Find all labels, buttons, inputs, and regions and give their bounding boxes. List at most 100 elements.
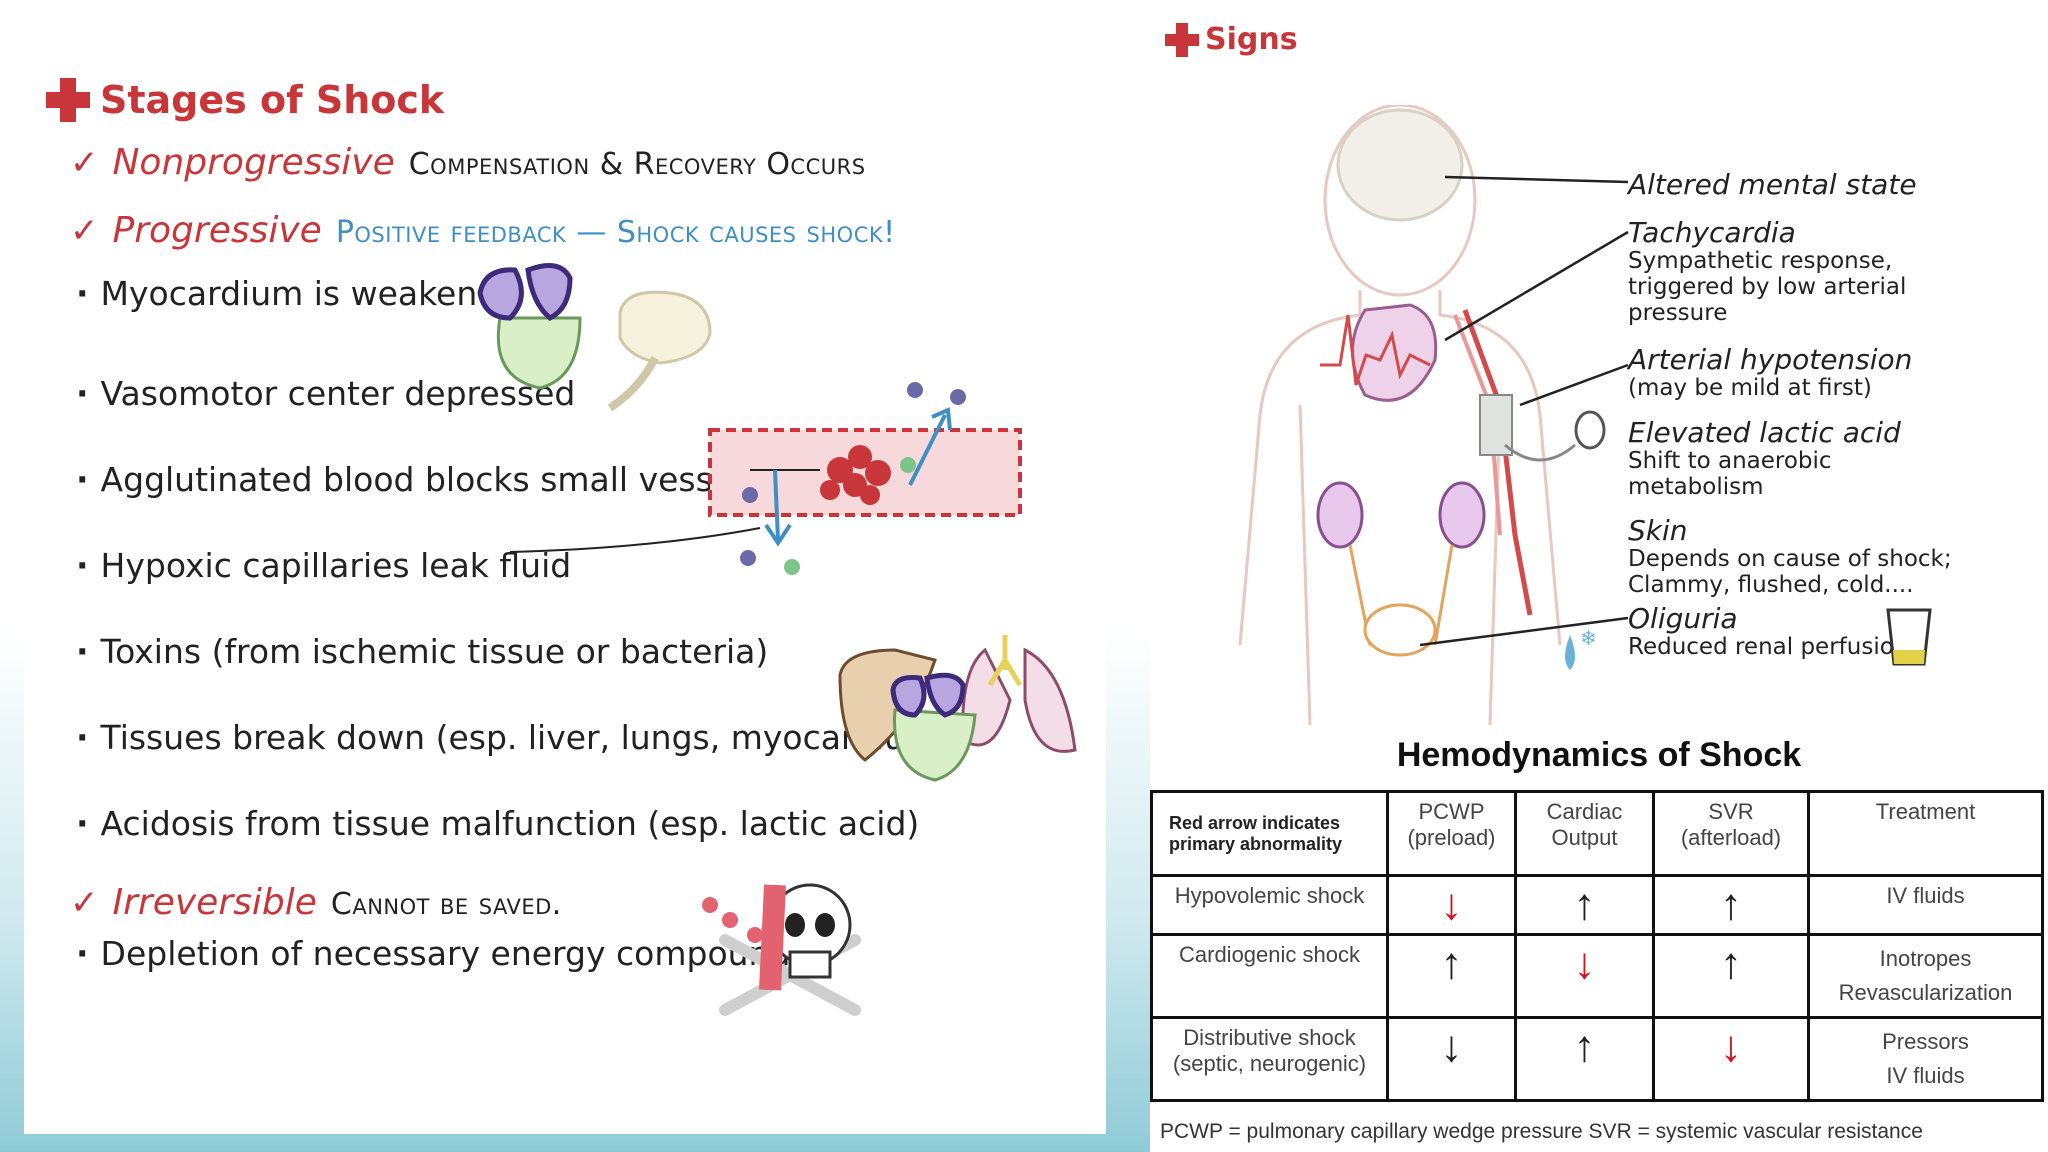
stages-heading: Stages of Shock <box>46 78 444 122</box>
heart-icon <box>1320 303 1438 402</box>
checkmark-icon: ✓ <box>70 883 99 923</box>
bullet-item: Acidosis from tissue malfunction (esp. l… <box>76 804 920 843</box>
treatment-cell: Pressors IV fluids <box>1807 1016 2044 1102</box>
snowflake-icon: ❄ <box>1580 626 1597 650</box>
column-header-line: Treatment <box>1875 799 1976 824</box>
stage-name: Nonprogressive <box>112 142 395 183</box>
stage-description: Positive feedback — Shock causes shock! <box>335 215 896 250</box>
cardiac-output-cell: ↑ <box>1514 874 1655 936</box>
kidney-icon <box>1316 481 1486 657</box>
stage-name: Progressive <box>112 210 322 251</box>
sign-detail: Shift to anaerobic <box>1628 448 1832 474</box>
stage-nonprogressive: ✓ Nonprogressive Compensation & Recovery… <box>70 142 866 183</box>
signs-title: Signs <box>1205 22 1298 57</box>
lungs-icon <box>961 635 1077 753</box>
sign-heading: Tachycardia <box>1628 216 1796 249</box>
column-header-line: Cardiac <box>1546 799 1623 824</box>
sign-detail: pressure <box>1628 300 1728 326</box>
stage-description: Compensation & Recovery Occurs <box>408 147 866 182</box>
signs-heading: Signs <box>1165 22 1298 57</box>
bullet-item: Myocardium is weakened <box>76 274 519 313</box>
sign-oliguria: Oliguria Reduced renal perfusion <box>1628 602 1909 661</box>
header-note: Red arrow indicates primary abnormality <box>1150 790 1389 877</box>
bullet-item: Tissues break down (esp. liver, lungs, m… <box>76 718 950 757</box>
table-row: Hypovolemic shock ↓ ↑ ↑ IV fluids <box>1150 874 2044 936</box>
sign-heading: Elevated lactic acid <box>1628 416 1901 449</box>
sign-detail: Reduced renal perfusion <box>1628 634 1909 660</box>
red-cross-icon <box>1165 22 1199 57</box>
cardiac-output-cell: ↑ <box>1514 1016 1655 1102</box>
footnote: PCWP = pulmonary capillary wedge pressur… <box>1160 1120 1923 1143</box>
arrow-up-icon: ↑ <box>1573 880 1596 929</box>
arrow-up-icon: ↑ <box>1573 1022 1596 1071</box>
table-row: Distributive shock (septic, neurogenic) … <box>1150 1016 2044 1102</box>
bullet-item: Hypoxic capillaries leak fluid <box>76 546 572 585</box>
column-header-pcwp: PCWP (preload) <box>1386 790 1517 877</box>
heart-brain-illustration <box>477 263 712 412</box>
sign-detail: (may be mild at first) <box>1628 375 1872 401</box>
bullet-item: Vasomotor center depressed <box>76 374 576 413</box>
bullet-item: Agglutinated blood blocks small vessels <box>76 460 760 499</box>
sign-lactic-acid: Elevated lactic acid Shift to anaerobic … <box>1628 416 1901 501</box>
stage-description: Cannot be saved. <box>330 887 562 922</box>
svg-text:❄: ❄ <box>1580 626 1597 650</box>
shock-type-label: Cardiogenic shock <box>1179 942 1360 967</box>
leader-line <box>509 527 761 553</box>
arrow-up-icon: ↑ <box>1440 939 1463 988</box>
pcwp-cell: ↓ <box>1386 1016 1517 1102</box>
svr-cell: ↑ <box>1652 933 1810 1019</box>
sign-detail: Sympathetic response, <box>1628 248 1893 274</box>
sign-detail: Clammy, flushed, cold.... <box>1628 572 1914 598</box>
pcwp-cell: ↓ <box>1386 874 1517 936</box>
red-cross-icon <box>46 78 90 122</box>
hemodynamics-title: Hemodynamics of Shock <box>1396 736 1802 774</box>
arrow-down-icon: ↓ <box>1573 939 1596 988</box>
shock-type-label: Hypovolemic shock <box>1174 883 1365 908</box>
treatment-cell: Inotropes Revascularization <box>1807 933 2044 1019</box>
arrow-down-icon: ↓ <box>1440 880 1463 929</box>
arrow-down-icon: ↓ <box>1440 1022 1463 1071</box>
table-row: Cardiogenic shock ↑ ↓ ↑ Inotropes Revasc… <box>1150 933 2044 1019</box>
table-header-row: Red arrow indicates primary abnormality … <box>1150 790 2044 877</box>
bullet-item: Toxins (from ischemic tissue or bacteria… <box>76 632 769 671</box>
vessel-illustration <box>708 382 1022 575</box>
checkmark-icon: ✓ <box>70 143 99 183</box>
arrow-up-icon: ↑ <box>1720 939 1742 988</box>
svr-cell: ↑ <box>1652 874 1810 936</box>
shock-type-sublabel: (septic, neurogenic) <box>1172 1051 1367 1076</box>
sign-skin: Skin Depends on cause of shock; Clammy, … <box>1628 514 1952 599</box>
pcwp-cell: ↑ <box>1386 933 1517 1019</box>
stages-title: Stages of Shock <box>100 78 445 122</box>
treatment-cell: IV fluids <box>1807 874 2044 936</box>
sign-arterial-hypotension: Arterial hypotension (may be mild at fir… <box>1628 345 1912 402</box>
treatment-label: Revascularization <box>1838 980 2013 1005</box>
bp-cuff-icon <box>1479 394 1606 462</box>
shock-type-cell: Cardiogenic shock <box>1150 933 1389 1019</box>
treatment-label: Pressors <box>1882 1029 1969 1054</box>
bullet-item: Depletion of necessary energy compounds. <box>76 934 819 973</box>
sign-detail: metabolism <box>1628 474 1764 500</box>
shock-type-cell: Distributive shock (septic, neurogenic) <box>1150 1016 1389 1102</box>
sign-tachycardia: Tachycardia Sympathetic response, trigge… <box>1628 216 1907 327</box>
sign-detail: triggered by low arterial <box>1628 274 1907 300</box>
hemodynamics-table: Red arrow indicates primary abnormality … <box>1150 790 2044 1102</box>
column-header-line: SVR <box>1708 799 1754 824</box>
stage-name: Irreversible <box>112 882 317 923</box>
svr-cell: ↓ <box>1652 1016 1810 1102</box>
heart-icon <box>890 672 977 782</box>
treatment-label: IV fluids <box>1886 1063 1965 1088</box>
sign-heading: Oliguria <box>1628 602 1738 635</box>
column-header-line: PCWP <box>1418 799 1485 824</box>
column-header-line: (preload) <box>1407 825 1496 850</box>
brain-icon <box>607 290 712 412</box>
arrow-down-icon: ↓ <box>1720 1022 1742 1071</box>
treatment-label: Inotropes <box>1879 946 1972 971</box>
sign-detail: Depends on cause of shock; <box>1628 546 1952 572</box>
brain-icon <box>1336 108 1464 222</box>
sign-heading: Skin <box>1628 514 1688 547</box>
cardiac-output-cell: ↓ <box>1514 933 1655 1019</box>
column-header-cardiac-output: Cardiac Output <box>1514 790 1655 877</box>
water-drop-icon <box>1565 635 1575 670</box>
column-header-svr: SVR (afterload) <box>1652 790 1810 877</box>
skull-crossbones-icon <box>702 883 861 1016</box>
